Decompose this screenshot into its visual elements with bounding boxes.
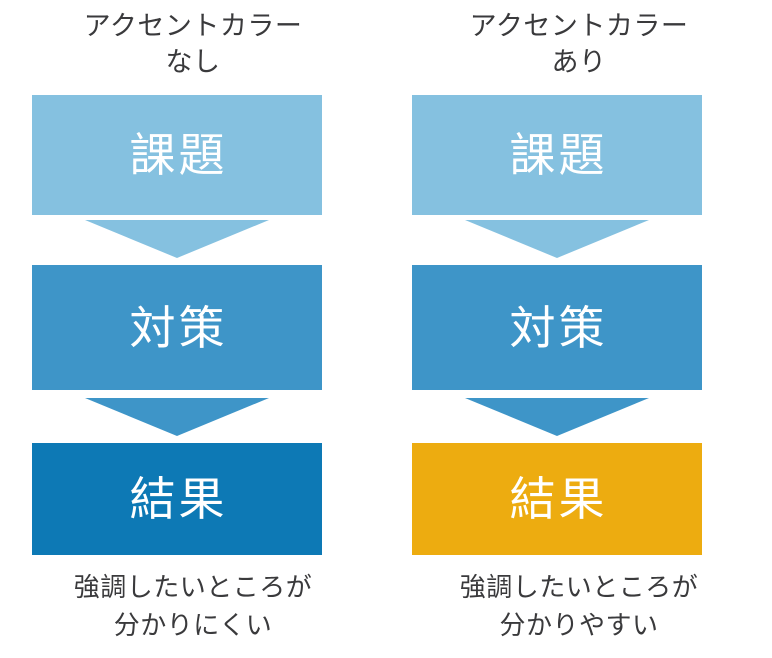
column-caption-without-accent: 強調したいところが 分かりにくい: [73, 572, 313, 640]
flow-arrow-down-icon-left-2: [85, 398, 269, 436]
column-caption-with-accent: 強調したいところが 分かりやすい: [459, 572, 699, 640]
flow-arrow-down-icon-right-2: [465, 398, 649, 436]
flow-chart-with-accent: 課題 対策 結果: [412, 95, 702, 555]
flow-step-box-countermeasure-left: 対策: [32, 265, 322, 390]
flow-step-label-result-right: 結果: [509, 473, 608, 525]
flow-step-box-result-right: 結果: [412, 443, 702, 555]
flow-step-label-result-left: 結果: [129, 473, 228, 525]
flow-step-label-issue-right: 課題: [509, 129, 608, 181]
flow-step-label-issue-left: 課題: [129, 129, 228, 181]
flow-step-label-countermeasure-left: 対策: [129, 301, 228, 354]
flow-step-box-countermeasure-right: 対策: [412, 265, 702, 390]
flow-step-box-result-left: 結果: [32, 443, 322, 555]
column-title-without-accent: アクセントカラー なし: [83, 11, 303, 77]
flow-arrow-down-icon-right-1: [465, 220, 649, 258]
column-without-accent: アクセントカラー なし 課題 対策 結果 強調したいところが 分かりにくい: [32, 11, 322, 640]
flow-step-box-issue-left: 課題: [32, 95, 322, 215]
flow-step-label-countermeasure-right: 対策: [509, 301, 608, 354]
column-with-accent: アクセントカラー あり 課題 対策 結果 強調したいところが 分かりやすい: [386, 0, 772, 658]
flow-arrow-down-icon-left-1: [85, 220, 269, 258]
flow-step-box-issue-right: 課題: [412, 95, 702, 215]
column-title-with-accent: アクセントカラー あり: [469, 11, 689, 77]
flow-chart-without-accent: 課題 対策 結果: [32, 95, 322, 555]
